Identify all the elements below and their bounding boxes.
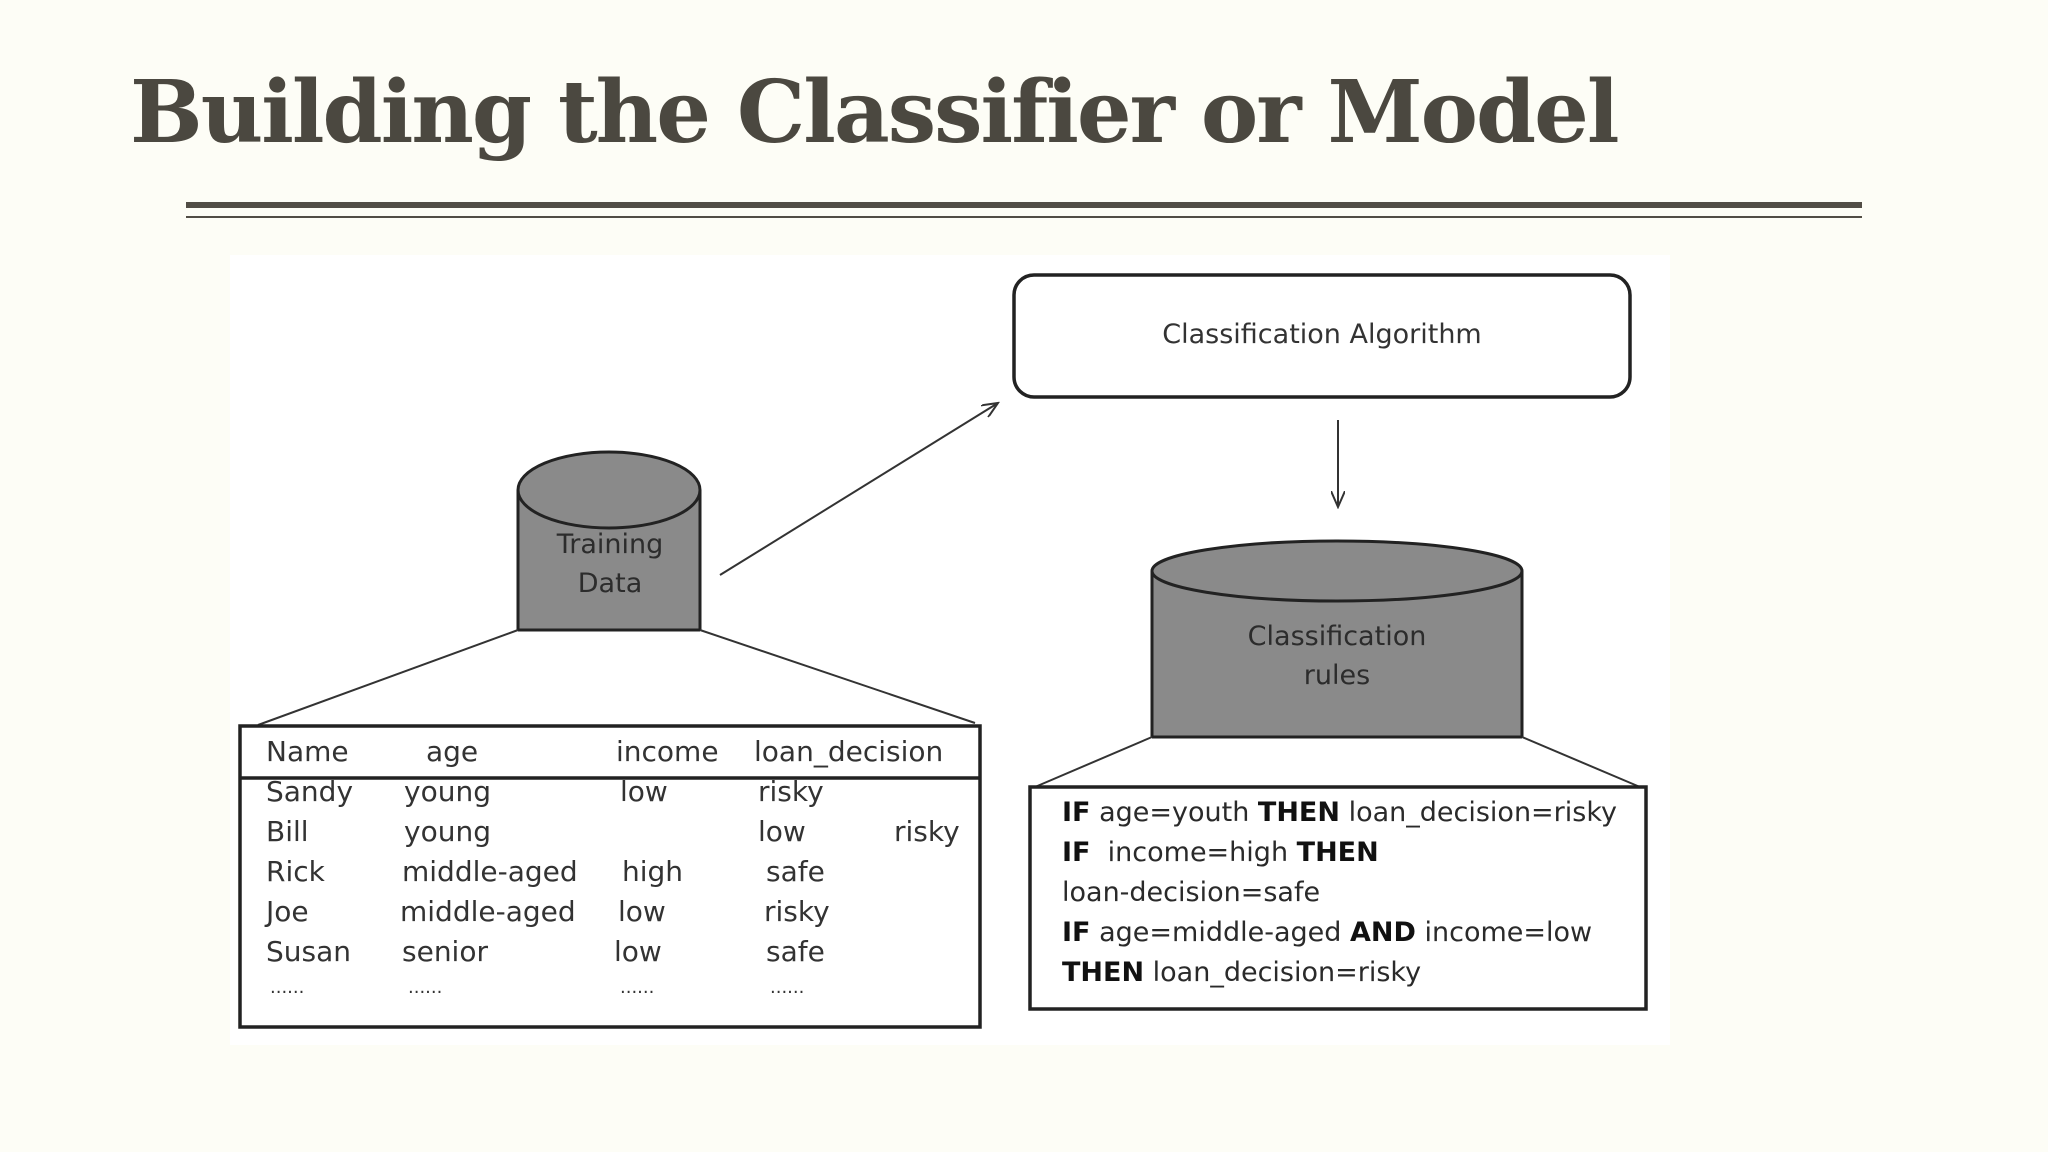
training-data-label-line2: Data [577, 568, 643, 599]
table-cell-name: Susan [266, 935, 352, 968]
table-cell-name: Rick [266, 855, 325, 888]
training-table-connector-left [257, 629, 519, 726]
rule-keyword: THEN [1062, 957, 1145, 988]
classification-rules-cylinder [1150, 539, 1524, 739]
training-table-connector-right [699, 629, 976, 724]
rule-keyword: THEN [1296, 837, 1379, 868]
table-cell-age: middle-aged [400, 895, 576, 928]
table-cell-loan-decision: safe [766, 935, 825, 968]
rule-text: age=middle-aged [1099, 917, 1342, 948]
rule-text: income=high [1107, 837, 1289, 868]
rule-line: IF age=middle-aged AND income=low [1062, 913, 1648, 953]
rule-text: loan_decision=risky [1348, 797, 1617, 828]
arrow-to-algorithm [719, 403, 998, 576]
algorithm-box [1012, 273, 1632, 399]
table-cell-age: young [404, 775, 491, 808]
title-divider-thick [186, 202, 1862, 208]
table-cell-income: low [614, 935, 662, 968]
training-table-box [238, 724, 982, 1029]
table-cell-income: low [758, 815, 806, 848]
table-ellipsis: ...... [620, 977, 655, 998]
table-header-loan-decision: loan_decision [754, 735, 944, 768]
rule-line: IF income=high THEN [1062, 833, 1648, 873]
rule-keyword: THEN [1257, 797, 1340, 828]
table-header-name: Name [266, 735, 349, 768]
rules-box-connector-right [1521, 736, 1641, 788]
rule-keyword: IF [1062, 837, 1091, 868]
classifier-diagram: Classification Algorithm Training Data C… [230, 255, 1670, 1045]
rule-text: income=low [1424, 917, 1593, 948]
classification-rules-label-line1: Classification [1247, 621, 1427, 652]
rules-box-connector-left [1034, 736, 1153, 788]
table-cell-income: low [618, 895, 666, 928]
rules-text: IF age=youth THEN loan_decision=risky IF… [1062, 793, 1648, 993]
table-cell-loan-decision: risky [764, 895, 830, 928]
slide-title: Building the Classifier or Model [130, 62, 1620, 163]
table-ellipsis: ...... [770, 977, 805, 998]
table-cell-name: Joe [266, 895, 309, 928]
training-data-label-line1: Training [556, 529, 664, 560]
table-cell-age: senior [402, 935, 488, 968]
table-cell-age: young [404, 815, 491, 848]
rule-keyword: AND [1349, 917, 1416, 948]
rule-text: loan_decision=risky [1152, 957, 1422, 988]
table-cell-income: high [622, 855, 684, 888]
classification-rules-label-line2: rules [1303, 660, 1371, 691]
table-header-income: income [616, 735, 719, 768]
rules-box [1028, 785, 1648, 1011]
table-header-age: age [426, 735, 479, 768]
rule-line: loan-decision=safe [1062, 873, 1648, 913]
training-data-label: Training Data [555, 525, 665, 603]
table-cell-loan-decision: risky [894, 815, 960, 848]
table-cell-age: middle-aged [402, 855, 578, 888]
rule-line: THEN loan_decision=risky [1062, 953, 1648, 993]
table-ellipsis: ...... [270, 977, 305, 998]
table-cell-loan-decision: safe [766, 855, 825, 888]
table-cell-name: Bill [266, 815, 309, 848]
table-cell-loan-decision: risky [758, 775, 824, 808]
classification-rules-label: Classification rules [1247, 617, 1427, 695]
rule-keyword: IF [1062, 797, 1091, 828]
rule-line: IF age=youth THEN loan_decision=risky [1062, 793, 1648, 833]
algorithm-label: Classification Algorithm [1162, 319, 1482, 350]
rule-keyword: IF [1062, 917, 1091, 948]
title-divider-thin [186, 216, 1862, 218]
table-ellipsis: ...... [408, 977, 443, 998]
diagram-shapes [238, 273, 1648, 1029]
table-cell-name: Sandy [266, 775, 354, 808]
rule-text: loan-decision=safe [1062, 877, 1321, 908]
table-cell-income: low [620, 775, 668, 808]
training-data-cylinder [516, 450, 702, 632]
rule-text: age=youth [1099, 797, 1250, 828]
